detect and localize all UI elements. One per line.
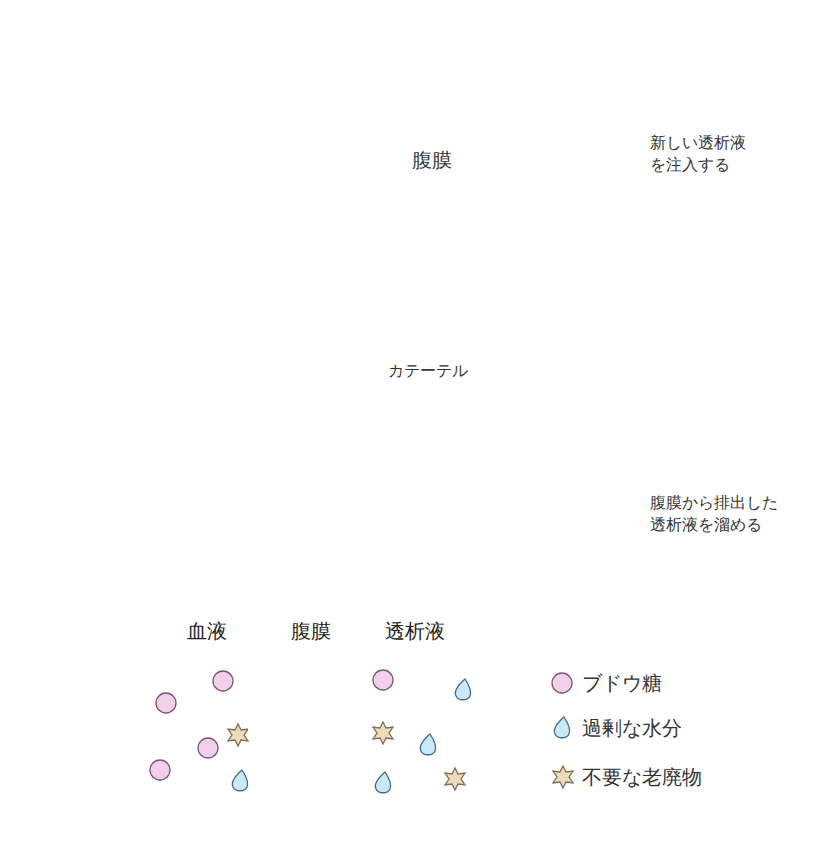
leader-line	[338, 176, 404, 238]
legend-text: 過剰な水分	[582, 715, 682, 741]
part-label: 腹膜	[412, 147, 452, 174]
abdomen	[240, 226, 352, 472]
legend-text: ブドウ糖	[582, 670, 662, 696]
bag-caption: 腹膜から排出した 透析液を溜める	[650, 492, 790, 535]
peritoneum-band: 腹膜	[288, 618, 333, 808]
diffusion-arrow	[248, 722, 363, 738]
drain-bag	[530, 371, 656, 582]
flow-arrow-in	[476, 290, 545, 302]
upper-organ	[238, 103, 353, 228]
intestine-loops	[255, 232, 343, 397]
tube-out	[470, 306, 590, 383]
tube-in	[470, 234, 590, 306]
band-heading: 血液	[125, 618, 288, 644]
spine	[140, 55, 230, 317]
particle-waste	[228, 722, 573, 790]
particle-water	[232, 679, 569, 793]
part-label: カテーテル	[388, 360, 468, 382]
peritoneum-band-fill	[288, 648, 333, 808]
callout-line	[292, 385, 356, 601]
particle-glucose	[150, 670, 572, 780]
callout-box	[56, 600, 784, 828]
band-heading: 透析液	[333, 618, 497, 644]
dialysate-band: 透析液	[333, 618, 497, 808]
dialysate-band-fill	[333, 648, 497, 808]
diffusion-arrow	[248, 672, 363, 688]
bag-caption: 新しい透析液 を注入する	[650, 132, 760, 175]
fresh-dialysate-bag	[530, 25, 656, 233]
flow-arrow-out	[505, 316, 563, 328]
leader-line	[443, 312, 462, 357]
legend-text: 不要な老廃物	[582, 764, 702, 790]
callout-line	[176, 385, 292, 601]
blood-band-fill	[125, 648, 288, 808]
diffusion-arrow	[248, 775, 363, 791]
catheter	[392, 306, 470, 318]
blood-band: 血液	[125, 618, 288, 808]
band-heading: 腹膜	[288, 618, 333, 644]
body-silhouette	[116, 40, 382, 600]
tube	[325, 306, 470, 440]
intestine	[290, 262, 308, 382]
